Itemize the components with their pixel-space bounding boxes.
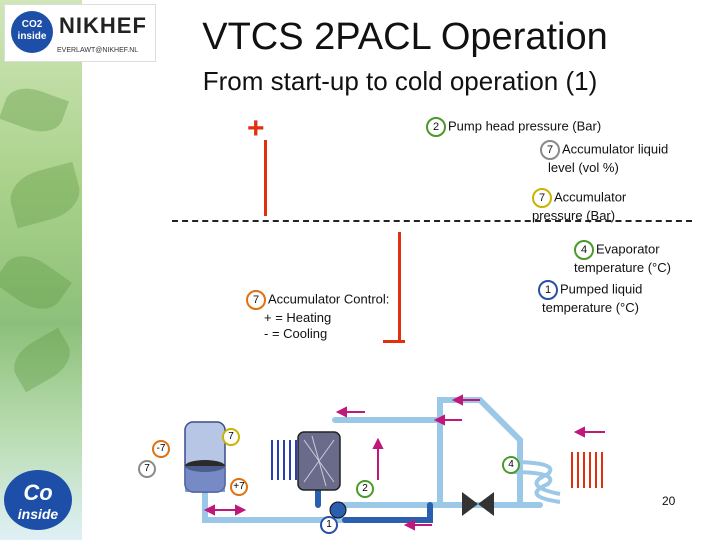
badge-evaporator: 4 [502, 456, 520, 474]
minus-indicator [383, 340, 405, 343]
dashed-divider [172, 220, 692, 222]
badge-acc-level: 7 [138, 460, 156, 478]
badge-acc-heating: +7 [230, 478, 248, 496]
badge-pumped-temp: 1 [320, 516, 338, 534]
nikhef-logo: NIKHEF [59, 13, 147, 38]
badge-acc-top: 7 [222, 428, 240, 446]
badge-acc-cooling: -7 [152, 440, 170, 458]
co-inside-logo: Co inside [4, 470, 72, 530]
page-number: 20 [662, 494, 676, 508]
badge-pump-head: 2 [356, 480, 374, 498]
leaf-background [0, 0, 86, 540]
valve-symbol [462, 492, 494, 516]
plus-indicator: + [247, 112, 265, 145]
slide-subtitle: From start-up to cold operation (1) [202, 66, 598, 96]
pump-symbol [329, 501, 347, 519]
cooling-trend-line [398, 232, 401, 342]
pressure-trend-line [264, 140, 267, 216]
logo-email: EVERLAWT@NIKHEF.NL [57, 47, 139, 54]
slide-title: VTCS 2PACL Operation [202, 16, 608, 58]
logo-box: CO2 inside NIKHEF EVERLAWT@NIKHEF.NL [4, 4, 156, 62]
co2-inside-logo: CO2 inside [11, 11, 53, 53]
